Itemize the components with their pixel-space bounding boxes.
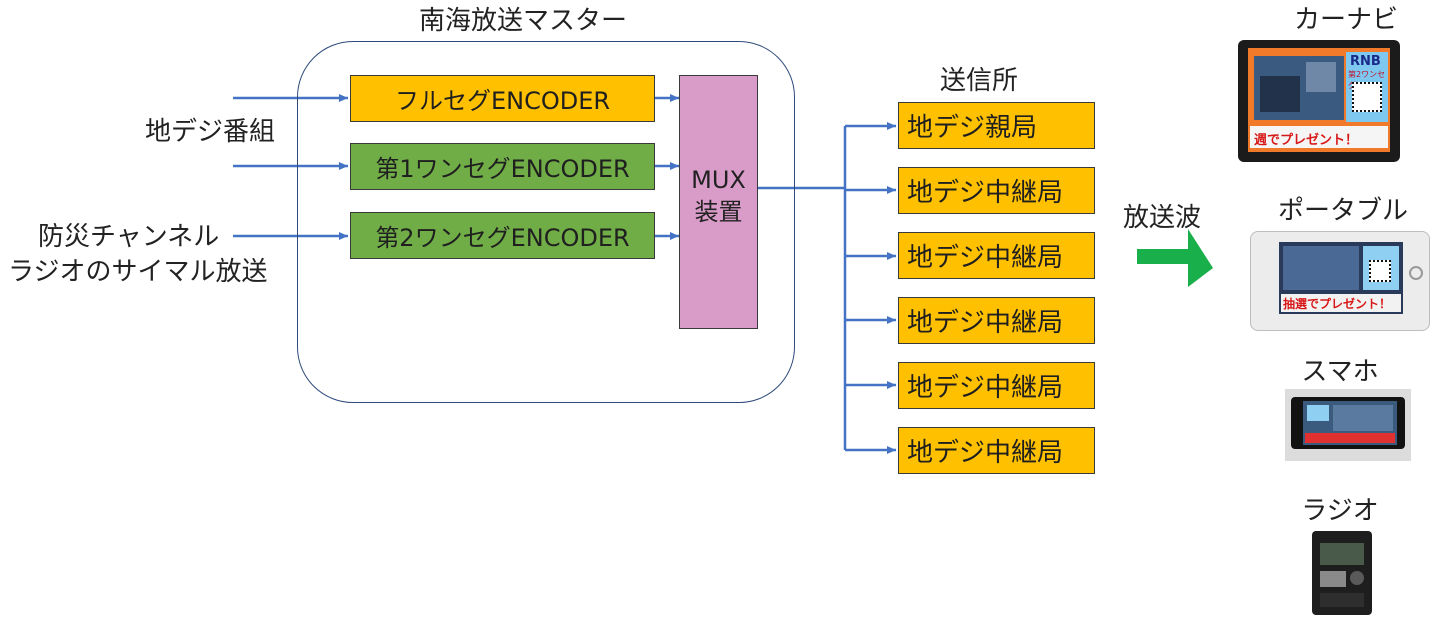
smartphone-body [1291,397,1405,449]
car-navi-image: RNB 第2ワンセグ 週でプレゼント！ [1238,40,1400,162]
smartphone-image [1285,389,1411,461]
relay-station-label: 地デジ中継局 [907,308,1064,338]
relay-station-label: 地デジ中継局 [907,243,1064,273]
radio-image [1312,531,1372,615]
relay-station: 地デジ中継局 [898,427,1095,474]
car-navi-screen: RNB 第2ワンセグ 週でプレゼント！ [1248,48,1390,152]
portable-label: ポータブル [1277,196,1408,226]
mux-label-line1: MUX [691,166,746,194]
mux-label-line2: 装置 [694,198,743,226]
mux-device: MUX 装置 [679,75,758,329]
portable-banner: 抽選でプレゼント！ [1283,297,1392,311]
relay-station-label: 地デジ中継局 [907,438,1064,468]
oneseg1-encoder: 第1ワンセグENCODER [350,143,655,190]
main-station-label: 地デジ親局 [907,113,1038,143]
car-navi-brand: RNB [1350,54,1381,69]
car-navi-label: カーナビ [1293,5,1398,35]
car-navi-video [1254,56,1344,120]
relay-station: 地デジ中継局 [898,167,1095,214]
broadcast-wave-arrow [1137,229,1213,287]
transmission-title: 送信所 [940,66,1019,96]
fullseg-encoder: フルセグENCODER [350,75,655,122]
qr-code-icon [1369,260,1391,282]
smartphone-label: スマホ [1301,357,1379,387]
relay-station-label: 地デジ中継局 [907,373,1064,403]
master-title: 南海放送マスター [419,6,628,36]
oneseg1-encoder-label: 第1ワンセグENCODER [375,155,630,183]
radio-label: ラジオ [1301,496,1379,526]
radio-dial [1350,571,1364,585]
fullseg-encoder-label: フルセグENCODER [394,87,611,115]
relay-station-label: 地デジ中継局 [907,178,1064,208]
relay-station: 地デジ中継局 [898,297,1095,344]
input-label-disaster-channel: 防災チャンネル [38,222,220,252]
car-navi-banner: 週でプレゼント！ [1254,133,1359,148]
portable-dial [1409,266,1423,280]
relay-station: 地デジ中継局 [898,362,1095,409]
qr-code-icon [1352,82,1382,112]
oneseg2-encoder-label: 第2ワンセグENCODER [375,224,630,252]
main-station: 地デジ親局 [898,102,1095,149]
car-navi-banner-bg: 週でプレゼント！ [1250,126,1388,148]
input-label-digital-program: 地デジ番組 [145,117,276,147]
oneseg2-encoder: 第2ワンセグENCODER [350,212,655,259]
master-frame [297,41,795,403]
portable-screen: 抽選でプレゼント！ [1279,242,1403,314]
radio-display [1320,543,1364,565]
portable-tv-image: 抽選でプレゼント！ [1250,231,1430,331]
car-navi-side-panel: RNB 第2ワンセグ [1346,52,1388,122]
broadcast-wave-label: 放送波 [1123,203,1202,233]
input-label-radio-simulcast: ラジオのサイマル放送 [8,257,268,287]
relay-station: 地デジ中継局 [898,232,1095,279]
